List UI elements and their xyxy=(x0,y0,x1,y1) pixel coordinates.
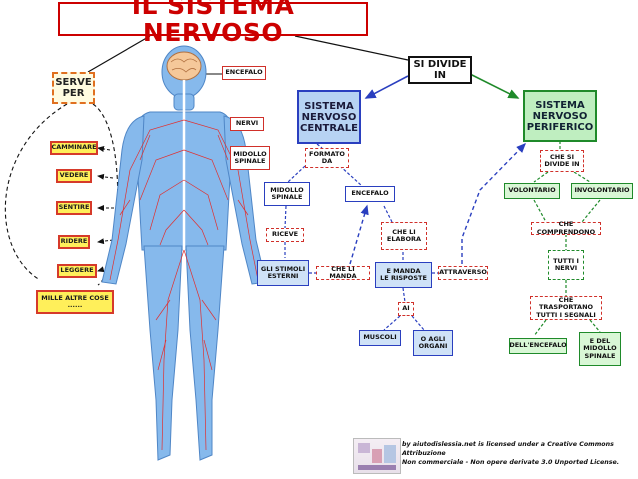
body-left-arm xyxy=(101,115,145,285)
logo-graphic xyxy=(358,443,396,470)
central-riceve: RICEVE xyxy=(266,228,304,242)
central-che-li-manda: CHE LI MANDA xyxy=(316,265,370,280)
arrow-divide-peripheral xyxy=(469,73,520,99)
central-encefalo: ENCEFALO xyxy=(345,186,395,202)
page-title: IL SISTEMA NERVOSO xyxy=(58,0,368,46)
license-text: by aiutodislessia.net is licensed under … xyxy=(402,440,634,467)
line-title-serve xyxy=(87,35,151,73)
body-right-arm xyxy=(223,115,267,285)
central-heading: SISTEMA NERVOSO CENTRALE xyxy=(297,90,361,144)
brain-icon xyxy=(166,51,202,81)
peripheral-volontario: VOLONTARIO xyxy=(504,183,560,199)
peripheral-trasportano: CHE TRASPORTANO TUTTI I SEGNALI xyxy=(530,296,602,320)
arrow-manda-encefalo xyxy=(349,204,369,265)
peripheral-nervi: TUTTI I NERVI xyxy=(548,250,584,280)
peripheral-involontario: INVOLONTARIO xyxy=(571,183,633,199)
label-encefalo: ENCEFALO xyxy=(222,66,266,80)
peripheral-divide: CHE SI DIVIDE IN xyxy=(540,150,584,172)
line-formato-midollo xyxy=(287,165,306,183)
arrow-serve-2 xyxy=(97,173,114,180)
arrow-serve-1 xyxy=(97,146,111,152)
line-ai-organi xyxy=(411,315,425,331)
line-divide-invol xyxy=(573,171,591,183)
label-nervi: NERVI xyxy=(230,117,264,131)
si-divide-box: SI DIVIDE IN xyxy=(408,56,472,84)
arrow-serve-4 xyxy=(97,238,114,245)
central-elabora: CHE LI ELABORA xyxy=(381,222,427,250)
peripheral-comprendono: CHE COMPRENDONO xyxy=(531,221,601,235)
license-line-2: Non commerciale - Non opere derivate 3.0… xyxy=(402,459,620,467)
serve-item-0: CAMMINARE xyxy=(50,141,98,155)
line-trasportano-encefalo xyxy=(533,319,547,337)
central-ai: AI xyxy=(398,302,414,316)
aiutodislessia-logo-icon xyxy=(353,438,401,474)
arrow-attraverso-periferico xyxy=(461,142,526,264)
line-central-formato xyxy=(316,143,323,149)
peripheral-heading: SISTEMA NERVOSO PERIFERICO xyxy=(523,90,597,142)
body-left-leg xyxy=(143,245,183,461)
line-vol-comprendono xyxy=(533,199,547,223)
label-midollo: MIDOLLO SPINALE xyxy=(230,146,270,170)
line-trasportano-midollo xyxy=(589,319,601,333)
serve-item-3: RIDERE xyxy=(58,235,90,249)
arrow-divide-central xyxy=(364,75,409,99)
nerve-network xyxy=(109,119,259,451)
license-line-1[interactable]: by aiutodislessia.net is licensed under … xyxy=(402,441,614,458)
body-right-leg xyxy=(185,245,225,461)
central-muscoli: MUSCOLI xyxy=(359,330,401,346)
peripheral-midollo: E DEL MIDOLLO SPINALE xyxy=(579,332,621,366)
line-divide-vol xyxy=(533,171,549,183)
serve-item-1: VEDERE xyxy=(56,169,92,183)
line-encefalo-elabora xyxy=(383,205,393,223)
central-formato: FORMATO DA xyxy=(305,148,349,168)
serve-extra: MILLE ALTRE COSE ...... xyxy=(36,290,114,314)
brain-folds xyxy=(170,58,198,73)
line-title-divide xyxy=(294,35,409,61)
central-risposte: E MANDA LE RISPOSTE xyxy=(375,262,432,288)
line-ai-muscoli xyxy=(383,315,401,331)
serve-per-box: SERVE PER xyxy=(52,72,95,104)
central-midollo: MIDOLLO SPINALE xyxy=(264,182,310,206)
central-attraverso: ATTRAVERSO xyxy=(438,266,488,280)
central-stimoli: GLI STIMOLI ESTERNI xyxy=(257,260,309,286)
peripheral-dell-encefalo: DELL'ENCEFALO xyxy=(509,338,567,354)
central-organi: O AGLI ORGANI xyxy=(413,330,453,356)
line-risposte-ai xyxy=(402,287,406,303)
line-midollo-riceve xyxy=(284,205,287,229)
serve-item-4: LEGGERE xyxy=(57,264,97,278)
serve-item-2: SENTIRE xyxy=(56,201,92,215)
